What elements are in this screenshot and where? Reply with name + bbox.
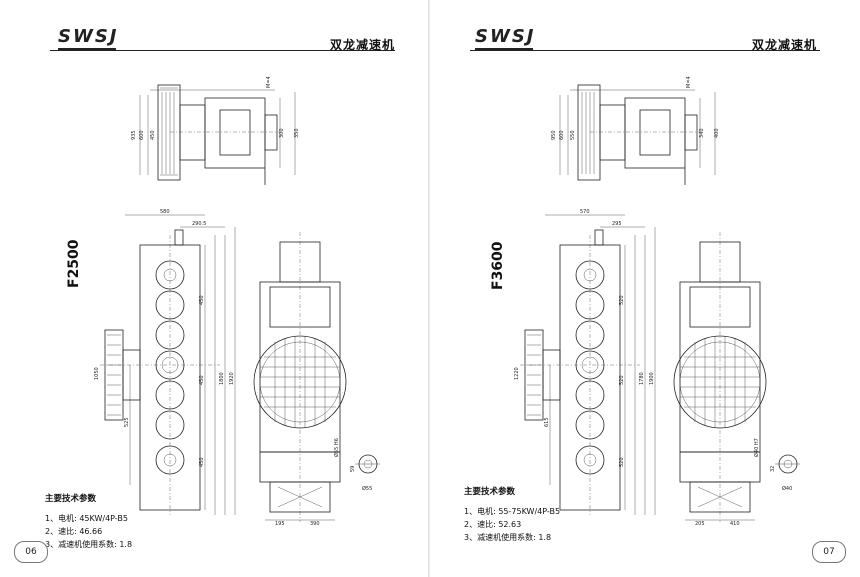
dim-label: Ø40	[782, 485, 792, 492]
top-view-dims: 950 600 550 340 400 M=4	[551, 76, 720, 140]
front-elevation-dims: 570 295 520 520 520 1220 615 1780 1900	[514, 209, 655, 467]
dim-label: 205	[695, 521, 705, 527]
top-view-drawing	[559, 84, 716, 185]
dim-label: 195	[275, 521, 285, 527]
dim-label: 290.5	[192, 221, 206, 227]
top-view-dims: 935 600 450 300 350 M=4	[131, 76, 300, 140]
dim-label: Ø40 H7	[753, 438, 760, 457]
page-number: 07	[812, 541, 846, 563]
catalog-page-right: SWSJ 双龙减速机 950 600 550 340 400 M=4 F3600	[430, 0, 860, 577]
dim-label: 300	[279, 128, 285, 138]
spec-title: 主要技术参数	[464, 487, 516, 497]
dim-label: 32	[770, 466, 776, 472]
brand-name: 双龙减速机	[330, 38, 396, 52]
dim-label: 1900	[649, 372, 655, 385]
catalog-page-left: SWSJ 双龙减速机 935 600 450 300 350 M=4 F2500	[14, 26, 396, 563]
dim-label: 600	[139, 130, 145, 140]
dim-label: 450	[199, 295, 205, 305]
dim-label: 1050	[94, 367, 100, 380]
side-elevation-drawing	[253, 232, 380, 522]
spec-item: 1、电机: 45KW/4P-B5	[45, 514, 128, 523]
dim-label: 350	[294, 128, 300, 138]
dim-label: 340	[699, 128, 705, 138]
spec-list: 主要技术参数 1、电机: 45KW/4P-B5 2、速比: 46.66 3、减速…	[45, 493, 132, 551]
dim-label: Ø55 H6	[333, 438, 340, 457]
side-elevation-drawing	[673, 232, 800, 522]
spec-item: 2、速比: 52.63	[464, 520, 522, 529]
dim-label: 600	[559, 130, 565, 140]
dim-label: 450	[199, 375, 205, 385]
dim-label: 520	[619, 375, 625, 385]
dim-label: 1920	[229, 372, 235, 385]
spec-list: 主要技术参数 1、电机: 55-75KW/4P-B5 2、速比: 52.63 3…	[464, 486, 560, 544]
brand-logo: SWSJ	[58, 26, 118, 51]
dim-label: Ø55	[362, 485, 372, 492]
dim-label: 1220	[514, 367, 520, 380]
dim-label: 59	[350, 466, 356, 472]
header-rule	[50, 50, 395, 51]
dim-label: 525	[124, 417, 130, 427]
dim-label: M=4	[686, 76, 692, 88]
header-rule	[470, 50, 820, 51]
front-elevation-drawing	[520, 214, 656, 515]
dim-label: 935	[131, 130, 137, 140]
dim-label: 390	[310, 521, 320, 527]
spec-item: 2、速比: 46.66	[45, 527, 103, 536]
front-elevation-dims: 580 290.5 450 450 450 1050 525 1800 1920	[94, 209, 235, 467]
dim-label: 520	[619, 295, 625, 305]
dim-label: 520	[619, 457, 625, 467]
page-number: 06	[14, 541, 48, 563]
dim-label: 400	[714, 128, 720, 138]
dim-label: 570	[580, 209, 590, 215]
dim-label: 550	[570, 130, 576, 140]
dim-label: 950	[551, 130, 557, 140]
front-elevation-drawing	[100, 214, 236, 515]
spec-item: 3、减速机使用系数: 1.8	[45, 540, 133, 549]
spec-item: 1、电机: 55-75KW/4P-B5	[464, 507, 561, 516]
dim-label: 615	[544, 417, 550, 427]
dim-label: 450	[150, 130, 156, 140]
dim-label: 450	[199, 457, 205, 467]
top-view-drawing	[139, 84, 296, 185]
spec-item: 3、减速机使用系数: 1.8	[464, 533, 552, 542]
dim-label: 580	[160, 209, 170, 215]
dim-label: 1800	[219, 372, 225, 385]
side-elevation-dims: Ø55 H6 Ø55 195 390 59	[275, 438, 372, 527]
dim-label: M=4	[266, 76, 272, 88]
brand-logo: SWSJ	[475, 26, 535, 51]
dim-label: 1780	[639, 372, 645, 385]
brand-name: 双龙减速机	[752, 38, 818, 52]
dim-label: 410	[730, 521, 740, 527]
spec-title: 主要技术参数	[45, 494, 97, 504]
dim-label: 295	[612, 221, 622, 227]
side-elevation-dims: Ø40 H7 Ø40 205 410 32	[695, 438, 792, 527]
